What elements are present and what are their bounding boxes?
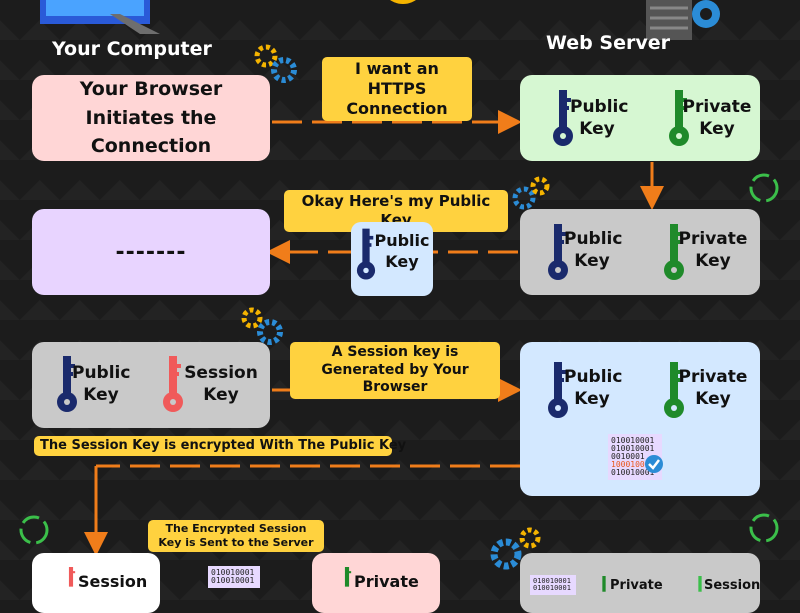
- checkmark-badge-icon: [644, 454, 664, 478]
- binary-line: 010010001: [533, 577, 571, 585]
- key-icon: [344, 567, 352, 587]
- refresh-cycle-icon: [744, 508, 784, 552]
- private-key-label-partial: Private: [354, 572, 419, 591]
- public-key-label: Public Key: [564, 367, 623, 410]
- your-computer-heading: Your Computer: [52, 38, 212, 60]
- private-key-label: Private Key: [678, 367, 748, 410]
- refresh-cycle-icon: [744, 168, 784, 212]
- key-icon: [553, 90, 573, 146]
- gear-icon: [512, 176, 558, 220]
- browser-keys-box: [32, 342, 270, 428]
- key-icon: [548, 362, 568, 418]
- session-key-label: Session Key: [184, 363, 258, 406]
- web-server-heading: Web Server: [546, 32, 670, 54]
- key-icon: [548, 224, 568, 280]
- computer-monitor-icon: [40, 0, 160, 34]
- pending-box: -------: [32, 209, 270, 295]
- browser-initiates-text: Your Browser Initiates the Connection: [79, 78, 223, 158]
- binary-line: 010010001: [611, 444, 655, 453]
- gear-icon: [240, 306, 286, 350]
- browser-initiates-box: Your Browser Initiates the Connection: [32, 75, 270, 161]
- binary-line: 010010001: [533, 584, 571, 592]
- private-key-label: Private Key: [678, 229, 748, 272]
- key-icon: [602, 576, 606, 592]
- public-key-label: Public Key: [72, 363, 131, 406]
- binary-line: 0010001: [611, 452, 645, 461]
- session-key-label-partial: Session: [78, 572, 148, 591]
- private-key-label: Private Key: [682, 97, 752, 140]
- gear-icon: [254, 44, 300, 88]
- key-icon: [664, 362, 684, 418]
- server-icon: [640, 0, 730, 44]
- encrypted-document-icon: 010010001 010010001: [208, 566, 260, 588]
- key-icon: [68, 567, 76, 587]
- top-yellow-shape: [380, 0, 426, 4]
- binary-line: 010010001: [211, 576, 255, 585]
- key-icon: [664, 224, 684, 280]
- key-icon: [163, 356, 183, 412]
- public-key-label: Public Key: [564, 229, 623, 272]
- binary-line: 10001000: [611, 460, 650, 469]
- key-icon: [698, 576, 702, 592]
- https-request-label: I want an HTTPS Connection: [322, 57, 472, 121]
- session-generated-label: A Session key is Generated by Your Brows…: [290, 342, 500, 399]
- public-key-card-label: Public Key: [374, 231, 430, 271]
- public-key-label: Public Key: [570, 97, 629, 140]
- binary-line: 010010001: [611, 468, 655, 477]
- binary-line: 010010001: [211, 568, 255, 577]
- encrypted-document-icon: 010010001 010010001: [530, 575, 576, 595]
- session-encrypted-label: The Session Key is encrypted With The Pu…: [34, 436, 406, 457]
- key-icon: [356, 228, 376, 280]
- encrypted-sent-label: The Encrypted Session Key is Sent to the…: [148, 520, 324, 552]
- public-key-sent-label: Okay Here's my Public Key: [284, 190, 508, 232]
- gear-icon: [490, 526, 546, 576]
- session-key-label-cut: Session: [704, 578, 761, 593]
- key-icon: [57, 356, 77, 412]
- private-key-label-cut: Private: [610, 578, 663, 593]
- key-icon: [669, 90, 689, 146]
- binary-line: 010010001: [611, 436, 655, 445]
- refresh-cycle-icon: [14, 510, 54, 554]
- pending-text: -------: [115, 239, 187, 265]
